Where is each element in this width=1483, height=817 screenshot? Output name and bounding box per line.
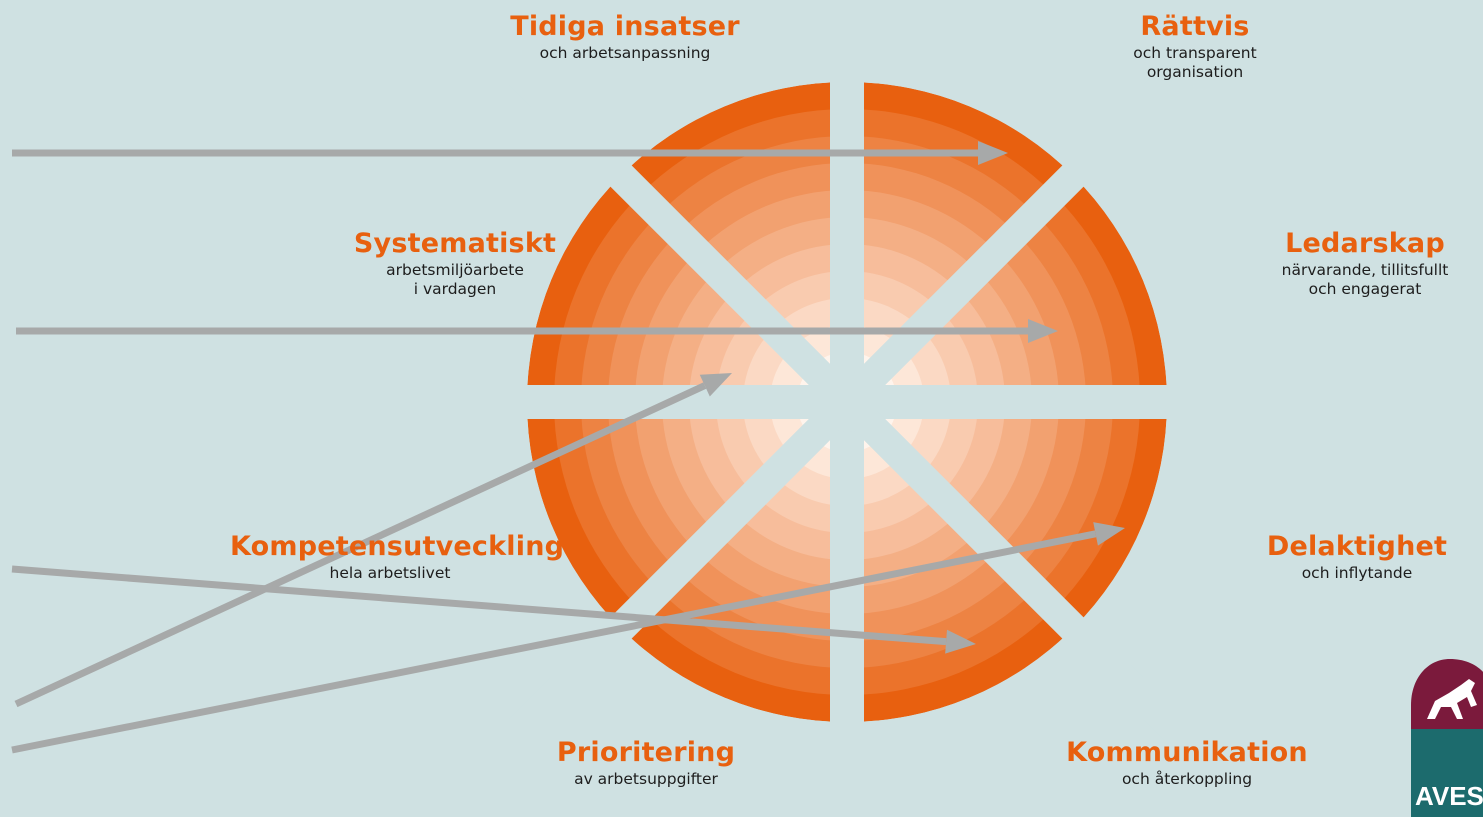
segment-subtitle: närvarande, tillitsfullt	[1281, 260, 1449, 279]
aves-logo: AVES	[1411, 659, 1483, 817]
segment-subtitle: arbetsmiljöarbete	[386, 260, 524, 279]
arrow	[14, 373, 732, 708]
segment-title: Tidiga insatser	[510, 11, 740, 42]
segment-title: Kompetensutveckling	[230, 531, 565, 562]
label-delaktighet: Delaktighet och inflytande	[1197, 530, 1483, 583]
label-rattvis: Rättvis och transparent organisation	[1035, 10, 1355, 83]
arrow	[12, 141, 1008, 165]
arrow-head	[1093, 522, 1125, 546]
segment-subtitle: och arbetsanpassning	[539, 43, 711, 62]
segment-subtitle: och återkoppling	[1121, 769, 1253, 788]
segment-title: Systematiskt	[353, 228, 557, 259]
segment-subtitle: hela arbetslivet	[329, 563, 451, 582]
arrow	[11, 522, 1125, 754]
arrow-head	[945, 629, 976, 654]
logo-band	[1411, 729, 1483, 817]
segment-subtitle: av arbetsuppgifter	[574, 769, 718, 788]
label-kommunikation: Kommunikation och återkoppling	[1027, 736, 1347, 789]
arrow-shaft	[11, 530, 1097, 754]
segment-title: Rättvis	[1140, 11, 1250, 42]
segment-subtitle: i vardagen	[413, 280, 497, 299]
logo-text: AVES	[1415, 781, 1483, 811]
label-systematiskt: Systematiskt arbetsmiljöarbete i vardage…	[295, 227, 615, 300]
label-prioritering: Prioritering av arbetsuppgifter	[486, 736, 806, 789]
wheel-hub	[817, 372, 877, 432]
segment-title: Kommunikation	[1066, 737, 1308, 768]
label-tidiga-insatser: Tidiga insatser och arbetsanpassning	[465, 10, 785, 63]
arrow-head	[978, 141, 1008, 165]
label-kompetensutveckling: Kompetensutveckling hela arbetslivet	[230, 530, 565, 583]
segment-subtitle: och engagerat	[1308, 280, 1422, 299]
arrow	[16, 319, 1058, 343]
dog-logo-icon	[1411, 659, 1483, 729]
segment-title: Ledarskap	[1285, 228, 1445, 259]
segment-title: Prioritering	[556, 737, 736, 768]
arrow-shaft	[11, 565, 947, 646]
segment-subtitle: och inflytande	[1301, 563, 1413, 582]
label-ledarskap: Ledarskap närvarande, tillitsfullt och e…	[1205, 227, 1483, 300]
arrow-head	[699, 373, 732, 397]
arrow-head	[1028, 319, 1058, 343]
segment-subtitle: organisation	[1146, 63, 1244, 82]
arrow-shaft	[14, 382, 707, 708]
arrow	[11, 565, 976, 654]
dog-silhouette-icon	[1427, 679, 1477, 719]
segment-title: Delaktighet	[1266, 531, 1448, 562]
segment-subtitle: och transparent	[1133, 43, 1257, 62]
